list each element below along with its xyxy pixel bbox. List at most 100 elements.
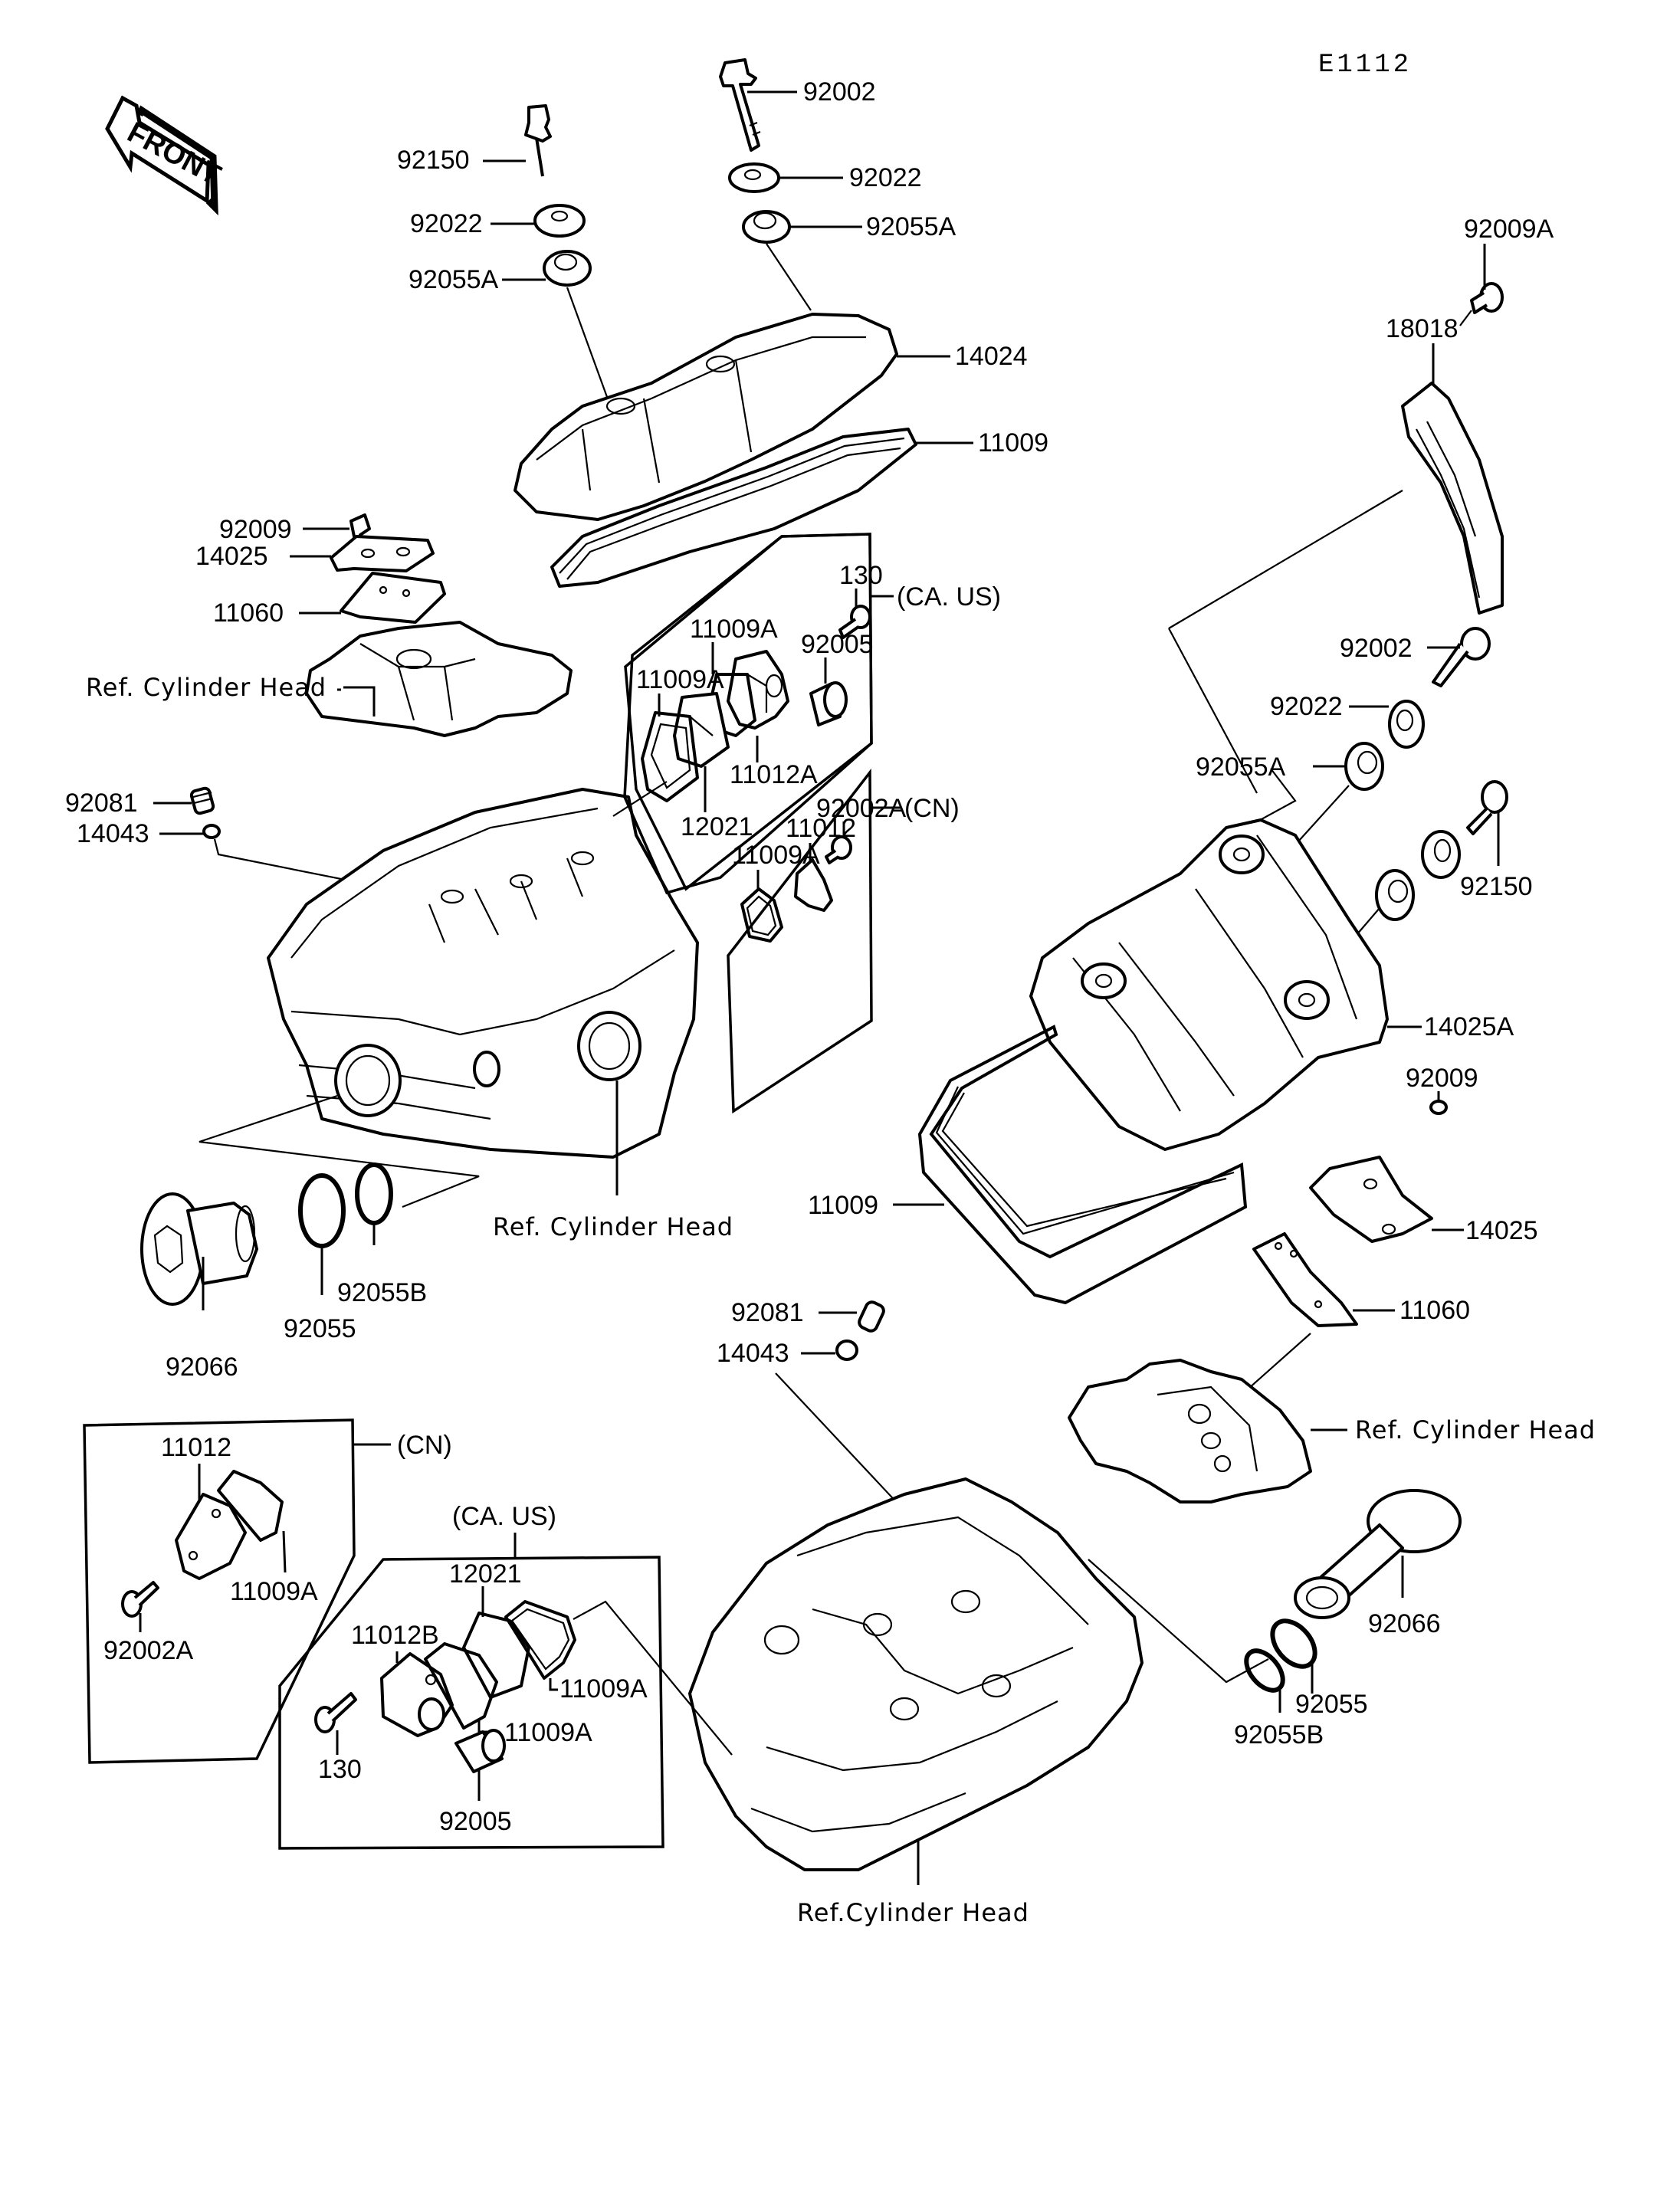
bolt-92002-right[interactable] (1432, 627, 1491, 687)
cover-plate-14025-left[interactable] (330, 535, 435, 572)
gasket-11009A-cn-lower[interactable] (217, 1470, 284, 1542)
part-label-130-lower[interactable]: 130 (318, 1755, 362, 1784)
bolt-130-lower[interactable] (314, 1692, 357, 1733)
part-label-11009A-upper-2[interactable]: 11009A (690, 615, 778, 644)
grommet-92055A-top-right[interactable] (742, 210, 791, 244)
part-label-11009-mid[interactable]: 11009 (808, 1191, 878, 1220)
spring-92081-mid[interactable] (858, 1300, 886, 1333)
gasket-11060-right[interactable] (1252, 1232, 1358, 1327)
bolt-92002-top[interactable] (719, 58, 761, 152)
fitting-92066-right[interactable] (1294, 1489, 1462, 1619)
fitting-92066-left[interactable] (140, 1192, 258, 1306)
part-label-14043-mid[interactable]: 14043 (717, 1339, 789, 1368)
collar-92005-lower[interactable] (454, 1729, 506, 1773)
part-label-92022-top-left[interactable]: 92022 (410, 209, 483, 238)
screw-92009-right[interactable] (1429, 1100, 1448, 1115)
part-label-92002A-upper[interactable]: 92002A (816, 794, 907, 823)
part-label-18018[interactable]: 18018 (1386, 314, 1459, 343)
screw-92009A[interactable] (1470, 282, 1504, 314)
grommet-92055A-right-lower[interactable] (1375, 869, 1415, 921)
part-label-12021-lower[interactable]: 12021 (449, 1559, 522, 1589)
part-label-92055B-left[interactable]: 92055B (337, 1278, 427, 1307)
part-label-92022-right[interactable]: 92022 (1270, 692, 1343, 721)
part-label-14025A[interactable]: 14025A (1424, 1012, 1514, 1041)
o-ring-92055B-left[interactable] (355, 1162, 393, 1225)
part-label-14025-left[interactable]: 14025 (195, 542, 268, 571)
washer-92022-top-left[interactable] (533, 204, 586, 238)
collar-92005-upper[interactable] (809, 681, 848, 726)
part-label-11009-top[interactable]: 11009 (978, 428, 1048, 457)
o-ring-92055-left[interactable] (298, 1173, 346, 1248)
part-label-14043-left[interactable]: 14043 (77, 819, 149, 848)
part-label-11060-left[interactable]: 11060 (213, 598, 284, 628)
bolt-92002A-lower[interactable] (121, 1581, 159, 1618)
cover-11012-lower[interactable] (175, 1493, 247, 1580)
valve-cover-14025A[interactable] (1029, 818, 1389, 1151)
part-label-11009A-cn-upper[interactable]: 11009A (732, 841, 820, 870)
bolt-130-upper[interactable] (838, 605, 871, 639)
part-label-92005-lower[interactable]: 92005 (439, 1807, 512, 1836)
bolt-92002A-upper[interactable] (825, 835, 852, 864)
gasket-11009-mid[interactable] (917, 1025, 1248, 1305)
o-ring-92055-right[interactable] (1264, 1613, 1323, 1674)
spring-92081-left[interactable] (189, 786, 215, 815)
washer-92022-right-lower[interactable] (1421, 830, 1461, 879)
part-label-92150-top[interactable]: 92150 (397, 146, 470, 175)
part-label-14025-right[interactable]: 14025 (1465, 1216, 1538, 1245)
part-label-92002-top[interactable]: 92002 (803, 77, 876, 107)
part-label-92150-right[interactable]: 92150 (1460, 872, 1533, 901)
gasket-11009-top[interactable] (550, 428, 917, 588)
part-label-92002A-lower[interactable]: 92002A (103, 1636, 194, 1665)
cover-plate-14025-right[interactable] (1309, 1156, 1433, 1243)
grommet-92055A-right[interactable] (1344, 742, 1384, 791)
gasket-11009A-cn-upper[interactable] (740, 887, 783, 943)
part-label-11012-upper[interactable]: 11012 (786, 814, 856, 843)
part-label-11012B[interactable]: 11012B (351, 1621, 439, 1650)
part-label-11012A[interactable]: 11012A (730, 760, 818, 789)
part-label-92009A[interactable]: 92009A (1464, 215, 1554, 244)
pin-14043-left[interactable] (202, 824, 221, 839)
part-label-11009A-upper-1[interactable]: 11009A (636, 665, 724, 694)
part-label-92066-right[interactable]: 92066 (1368, 1609, 1441, 1638)
part-label-12021-upper[interactable]: 12021 (681, 812, 753, 841)
part-label-92055A-right[interactable]: 92055A (1196, 753, 1286, 782)
ref-cylinder-head-upper-left (305, 621, 573, 737)
grommet-92055A-top-left[interactable] (543, 250, 592, 287)
part-label-92002-right[interactable]: 92002 (1340, 634, 1413, 663)
part-label-92022-top-right[interactable]: 92022 (849, 163, 922, 192)
part-label-92055B-right[interactable]: 92055B (1234, 1720, 1324, 1749)
gasket-11060-left[interactable] (340, 572, 446, 624)
part-label-11009A-lower-1[interactable]: 11009A (559, 1674, 648, 1703)
part-label-92009-right[interactable]: 92009 (1406, 1064, 1478, 1093)
part-label-92081-left[interactable]: 92081 (65, 789, 138, 818)
gasket-11009A-lower-1[interactable] (504, 1600, 576, 1680)
valve-11012B[interactable] (380, 1652, 454, 1737)
part-label-11060-right[interactable]: 11060 (1399, 1296, 1470, 1325)
cover-11012-upper[interactable] (794, 858, 833, 912)
part-label-14024[interactable]: 14024 (955, 342, 1028, 371)
chain-guide-18018[interactable] (1401, 382, 1504, 615)
valve-cover-14024[interactable] (514, 313, 898, 521)
part-label-11009A-lower-2[interactable]: 11009A (504, 1718, 592, 1747)
part-label-92055A-top-left[interactable]: 92055A (409, 265, 499, 294)
part-label-92081-mid[interactable]: 92081 (731, 1298, 804, 1327)
part-label-92005-upper[interactable]: 92005 (801, 630, 874, 659)
bolt-92150-right[interactable] (1466, 780, 1508, 835)
part-label-130-upper[interactable]: 130 (839, 561, 883, 590)
part-label-92066-left[interactable]: 92066 (166, 1353, 238, 1382)
valve-11012A[interactable] (727, 650, 789, 730)
gasket-11009A-upper-1[interactable] (641, 711, 699, 802)
gasket-11009A-lower-2[interactable] (424, 1642, 498, 1730)
part-label-92055-left[interactable]: 92055 (284, 1314, 356, 1343)
part-label-11009A-cn-lower[interactable]: 11009A (230, 1577, 318, 1606)
part-label-92009-left[interactable]: 92009 (219, 515, 292, 544)
part-label-92055A-top-right[interactable]: 92055A (866, 212, 956, 241)
part-label-92055-right[interactable]: 92055 (1295, 1690, 1368, 1719)
bolt-92150-top[interactable] (524, 104, 552, 177)
pin-14043-mid[interactable] (835, 1340, 858, 1361)
o-ring-92055B-right[interactable] (1239, 1644, 1290, 1697)
reed-12021-upper[interactable] (673, 692, 730, 768)
part-label-11012-lower[interactable]: 11012 (161, 1433, 231, 1462)
washer-92022-right[interactable] (1388, 700, 1425, 749)
washer-92022-top-right[interactable] (728, 162, 780, 193)
